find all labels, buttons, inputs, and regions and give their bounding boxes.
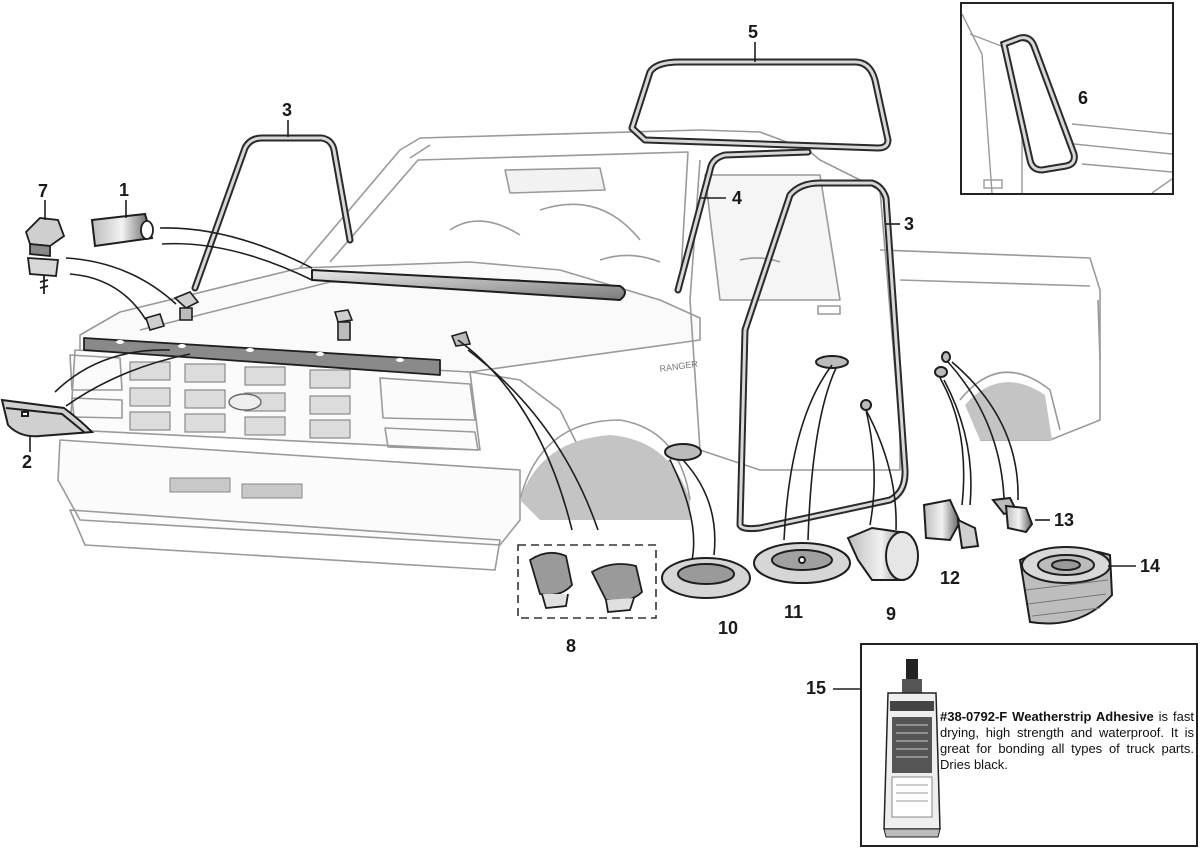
clip-group-box bbox=[517, 544, 657, 619]
door-bumper-cylinder bbox=[846, 399, 919, 581]
callout-10: 10 bbox=[718, 618, 739, 638]
callout-3-right: 3 bbox=[904, 214, 915, 234]
callout-5: 5 bbox=[748, 22, 759, 42]
tire-shadows bbox=[520, 382, 1052, 520]
callout-1: 1 bbox=[119, 180, 130, 200]
callout-2: 2 bbox=[22, 452, 33, 472]
rear-cab-inset bbox=[960, 2, 1174, 195]
callout-11: 11 bbox=[784, 602, 804, 622]
hood-bumper-detail bbox=[24, 217, 66, 294]
callout-13: 13 bbox=[1054, 510, 1075, 530]
rear-cab-inset-illustration bbox=[962, 13, 1172, 193]
callout-6: 6 bbox=[1078, 88, 1089, 108]
adhesive-part-number: #38-0792-F Weatherstrip Adhesive bbox=[940, 709, 1154, 724]
adhesive-product-box: #38-0792-F Weatherstrip Adhesive is fast… bbox=[860, 643, 1198, 847]
callout-9: 9 bbox=[886, 604, 897, 624]
hood-clips bbox=[528, 551, 643, 613]
ranger-badge: RANGER bbox=[659, 359, 699, 374]
callout-12: 12 bbox=[940, 568, 961, 588]
callout-8: 8 bbox=[566, 636, 577, 656]
ford-emblem bbox=[228, 393, 262, 411]
callout-3-left: 3 bbox=[282, 100, 293, 120]
adhesive-description-text: is fast drying, high strength and waterp… bbox=[940, 709, 1194, 772]
cowl-seal-detail bbox=[90, 212, 154, 248]
adhesive-tube-image bbox=[883, 659, 941, 838]
tailgate-bumper bbox=[922, 366, 980, 550]
grommet-flat bbox=[753, 355, 851, 584]
hood-bumpers-installed bbox=[144, 291, 472, 347]
callout-7: 7 bbox=[38, 181, 49, 201]
tailgate-stop bbox=[941, 351, 1034, 534]
callout-14: 14 bbox=[1140, 556, 1161, 576]
bumper-guard-left bbox=[169, 477, 231, 493]
callout-4: 4 bbox=[732, 188, 743, 208]
grommet-oval bbox=[661, 443, 751, 599]
rear-window-seal bbox=[628, 58, 892, 152]
cowl-seal-installed bbox=[311, 269, 626, 301]
callout-15: 15 bbox=[806, 678, 827, 698]
door-seal-left bbox=[191, 134, 354, 292]
weatherstrip-roll bbox=[1018, 546, 1114, 625]
adhesive-description: #38-0792-F Weatherstrip Adhesive is fast… bbox=[940, 709, 1194, 773]
hood-seal-detail bbox=[0, 398, 95, 438]
bumper-guard-right bbox=[241, 483, 303, 499]
